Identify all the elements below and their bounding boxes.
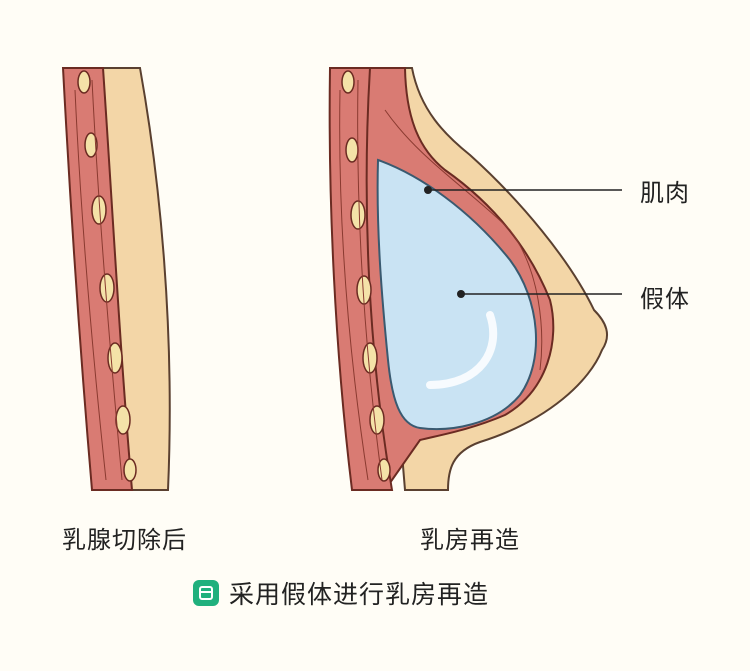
implant-shape (376, 158, 537, 431)
implant-label: 假体 (640, 285, 690, 313)
callout-leaders (424, 186, 622, 298)
post-mastectomy-chest-wall (61, 67, 171, 491)
figure-caption: 采用假体进行乳房再造 (193, 575, 489, 611)
book-icon (193, 580, 219, 606)
reconstruction-label: 乳房再造 (420, 526, 520, 554)
muscle-label: 肌肉 (640, 179, 690, 207)
post-mastectomy-label: 乳腺切除后 (62, 526, 187, 554)
caption-text: 采用假体进行乳房再造 (229, 580, 490, 609)
reconstructed-breast (328, 67, 609, 491)
